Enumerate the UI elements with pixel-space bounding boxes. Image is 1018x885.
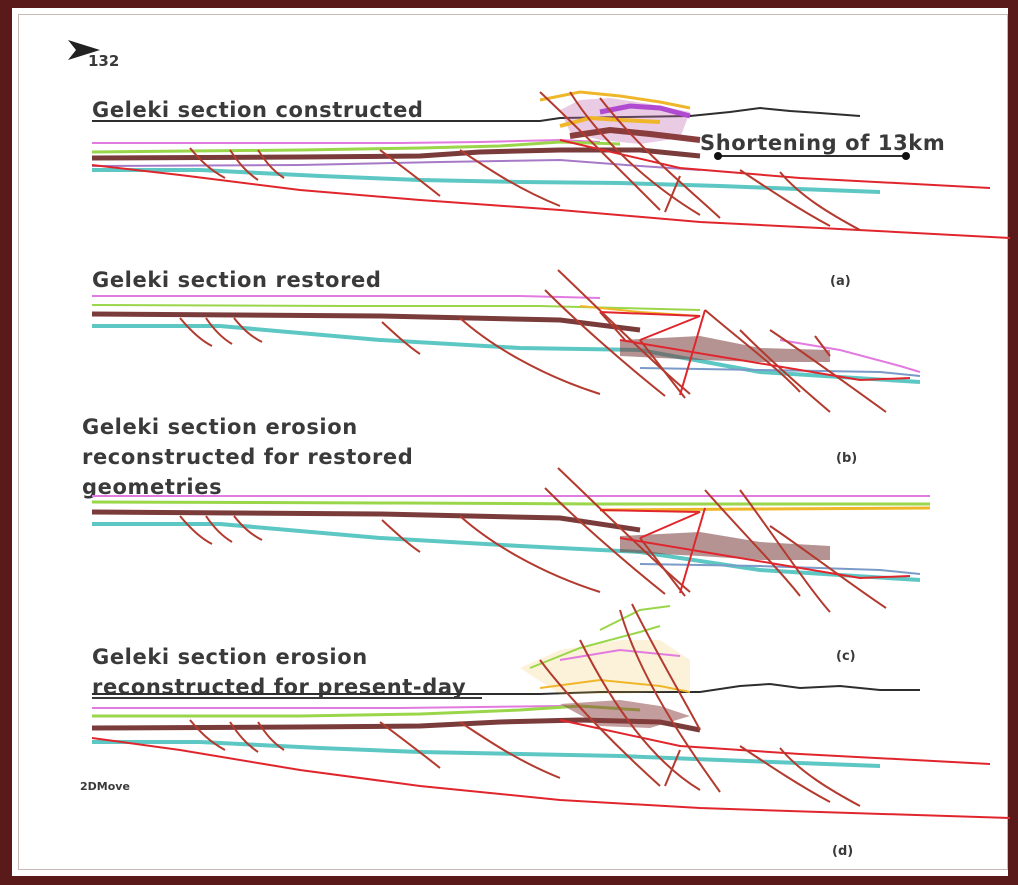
panel-d-eroded-pink	[559, 648, 681, 661]
panel-c-horizon-teal	[92, 522, 921, 582]
panel-d-imbricates	[189, 603, 861, 807]
panel-c-horizon-green	[91, 500, 930, 506]
panel-d-horizon-teal	[92, 740, 881, 768]
panel-a: Geleki section constructed	[91, 90, 1011, 289]
panel-a-title: Geleki section constructed	[92, 98, 424, 122]
north-arrow: 132	[68, 40, 119, 70]
panel-d-eroded-green2	[599, 605, 671, 631]
panel-d-eroded-yellow	[539, 678, 691, 693]
panel-d-title-line-1: Geleki section erosion	[92, 645, 368, 669]
software-label: 2DMove	[80, 780, 130, 793]
panel-a-horizon-pink	[92, 138, 601, 144]
panel-c-title-line-2: reconstructed for restored	[82, 445, 413, 469]
shortening-end-point	[902, 152, 910, 160]
panel-c: Geleki section erosion reconstructed for…	[82, 415, 931, 664]
panel-c-imbricates	[179, 467, 887, 613]
panel-c-horizon-yellow	[599, 506, 931, 512]
panel-b-horizon-teal	[92, 324, 921, 384]
panel-d-surface	[92, 682, 920, 695]
panel-a-surface	[92, 106, 861, 122]
panel-a-shortening-label: Shortening of 13km	[700, 131, 945, 155]
north-arrow-label: 132	[88, 52, 119, 70]
panel-b-title: Geleki section restored	[92, 268, 382, 292]
panel-a-stack-yellow2	[559, 115, 661, 128]
panel-b-horizon-pink2	[779, 339, 921, 373]
panel-c-title-line-1: Geleki section erosion	[82, 415, 358, 439]
panel-d-title-line-2: reconstructed for present-day	[92, 675, 466, 699]
panel-a-stack-magenta	[599, 103, 691, 119]
panel-b-horizon-pink	[92, 295, 601, 299]
panel-b-letter: (b)	[836, 451, 857, 466]
panel-a-stack-yellow	[539, 90, 691, 110]
panel-a-horizon-teal	[92, 168, 881, 194]
panel-d-letter: (d)	[832, 844, 853, 859]
panel-d-eroded-green	[529, 625, 661, 669]
panel-d-detachment	[91, 737, 1011, 819]
panel-b: Geleki section restored (b)	[91, 268, 921, 466]
panel-c-faults-bright	[599, 507, 911, 594]
panel-b-horizon-green	[91, 304, 701, 311]
panel-b-horizon-lower	[639, 367, 921, 377]
panel-c-packet	[620, 532, 830, 560]
panel-a-horizon-purple	[91, 158, 701, 171]
panel-a-imbricates	[189, 91, 861, 231]
panel-a-letter: (a)	[830, 274, 851, 289]
panel-c-horizon-brown	[91, 509, 641, 533]
panel-b-faults-bright	[599, 309, 911, 396]
shortening-start-point	[714, 152, 722, 160]
panel-b-imbricates	[179, 269, 887, 413]
panel-d: Geleki section erosion reconstructed for…	[80, 603, 1011, 859]
panel-c-letter: (c)	[836, 649, 856, 664]
north-arrow-icon	[68, 40, 100, 60]
panel-d-fault-upper	[559, 719, 991, 765]
panel-c-horizon-lower	[639, 563, 921, 575]
panel-b-horizon-brown	[91, 311, 641, 333]
panel-a-detachment	[91, 164, 1011, 239]
panel-a-horizon-brown	[91, 147, 701, 161]
panel-b-packet	[620, 336, 830, 362]
